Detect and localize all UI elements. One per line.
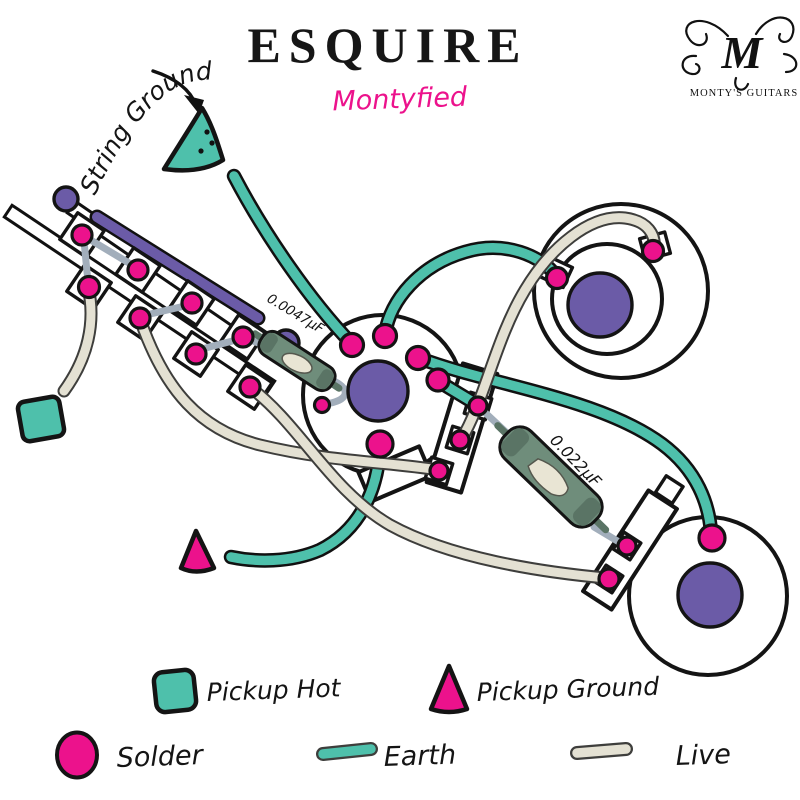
live-wire-jack-face [456, 213, 659, 445]
earth-wires [223, 168, 719, 568]
solder-joint [371, 322, 399, 350]
live-wires [57, 211, 661, 585]
earth-wire-pickup-face [226, 441, 385, 566]
solder-joint [184, 342, 208, 366]
string-ground-wire-end [161, 105, 226, 173]
logo-flourish-left-icon [681, 19, 730, 76]
solder-joint [597, 567, 621, 591]
solder-joint [697, 523, 727, 553]
switch-purple-bar [92, 212, 263, 323]
solder-joint [544, 265, 570, 291]
volume-shaft [346, 359, 410, 423]
jack-center [566, 271, 634, 339]
montys-guitars-logo: M MONTY'S GUITARS [681, 16, 799, 99]
solder-joint [76, 274, 102, 300]
solder-joint [404, 344, 432, 372]
earth-icon [318, 744, 376, 759]
tone-shaft [676, 561, 744, 629]
jumper [80, 232, 138, 270]
solder-speck [209, 140, 215, 146]
legend-pickup-hot-swatch [151, 667, 199, 715]
solder-joint [126, 258, 150, 282]
tone-empty-lug [653, 474, 685, 506]
solder-icon [55, 730, 99, 780]
solder-joint [338, 331, 366, 359]
solder-joint [616, 535, 638, 557]
pickup-hot-square [15, 394, 67, 444]
earth-wire-stringground-face [229, 171, 356, 348]
cap-label-patch [527, 457, 569, 497]
solder-joint [231, 325, 255, 349]
legend-live-label: Live [675, 739, 731, 772]
live-wire-switch-b-face [136, 317, 443, 475]
live-icon [572, 744, 631, 758]
logo-name: MONTY'S GUITARS [690, 88, 799, 99]
earth-wire-tone-face [414, 353, 716, 537]
solder-joints [70, 223, 727, 591]
solder-joint [449, 429, 471, 451]
cap-end [316, 369, 335, 390]
logo-monogram: M [721, 27, 765, 78]
legend-pickup-hot-label: Pickup Hot [206, 673, 342, 707]
page-subtitle: Montyfied [332, 82, 469, 118]
cap-stub [494, 422, 610, 534]
cap-label-patch [281, 352, 313, 374]
solder-joint [428, 460, 450, 482]
live-wire-tone-face [246, 383, 611, 583]
capacitor-tone: 0.022µF [494, 422, 610, 534]
cap-end [259, 332, 278, 353]
pickup-ground-terminal [178, 528, 217, 574]
pickup-hot-icon [151, 667, 199, 715]
solder-joint [128, 306, 152, 330]
pickup-ground-icon [428, 663, 470, 715]
page-title: ESQUIRE [247, 17, 528, 73]
logo-flourish-right-icon [734, 16, 798, 91]
solder-joint [467, 395, 489, 417]
switch-mount-purple [52, 185, 80, 213]
solder-joint [180, 291, 204, 315]
pickup-hot-terminal [15, 394, 67, 444]
cap-end [501, 428, 530, 457]
legend-earth-label: Earth [383, 739, 456, 773]
solder-joint [365, 429, 395, 459]
earth-wire-jack-face [380, 243, 561, 339]
solder-speck [198, 148, 204, 154]
string-ground-annotation: String Ground [74, 56, 226, 199]
solder-joint [640, 238, 666, 264]
solder-speck [204, 129, 210, 135]
legend: Pickup Hot Pickup Ground Solder Earth Li… [55, 663, 731, 780]
solder-joint [425, 367, 451, 393]
solder-joint [238, 375, 262, 399]
legend-pickup-ground-label: Pickup Ground [476, 672, 659, 707]
solder-joint [70, 223, 94, 247]
cap-end [572, 497, 601, 526]
legend-solder-label: Solder [116, 740, 205, 774]
solder-joint [312, 395, 332, 415]
